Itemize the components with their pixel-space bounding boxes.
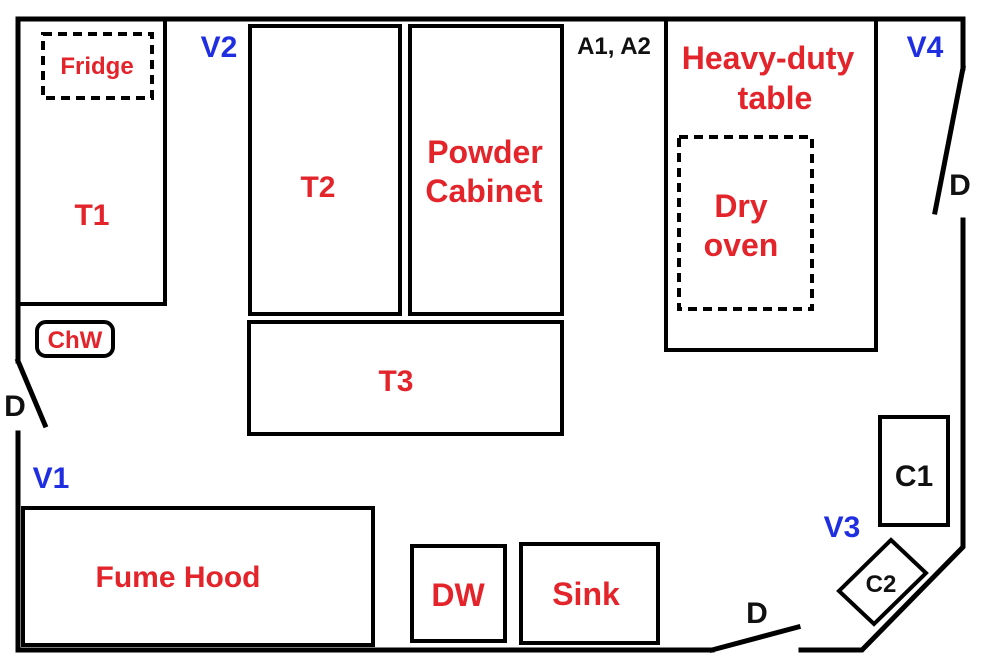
dry-oven-label-line2: oven bbox=[704, 227, 779, 263]
door-bottom-label: D bbox=[746, 597, 768, 630]
c2-label: C2 bbox=[866, 571, 897, 598]
v2-label: V2 bbox=[201, 31, 238, 64]
t3-label: T3 bbox=[378, 365, 413, 398]
door-left-leaf bbox=[14, 357, 49, 429]
walls bbox=[14, 16, 966, 654]
t2-label: T2 bbox=[300, 171, 335, 204]
v1-label: V1 bbox=[33, 462, 70, 495]
table-t1 bbox=[16, 17, 167, 306]
wall-right-lower bbox=[798, 217, 966, 653]
powder-cabinet bbox=[408, 24, 564, 316]
door-right-label: D bbox=[949, 169, 971, 202]
powder-cabinet-label-line1: Powder bbox=[427, 134, 543, 170]
fume-hood-label: Fume Hood bbox=[96, 561, 261, 594]
t1-label: T1 bbox=[74, 199, 109, 232]
v3-label: V3 bbox=[824, 511, 861, 544]
heavy-duty-table-label-line1: Heavy-duty bbox=[682, 40, 855, 76]
v4-label: V4 bbox=[907, 31, 944, 64]
table-t3 bbox=[247, 320, 564, 436]
door-right-leaf bbox=[932, 65, 966, 215]
c1-label: C1 bbox=[895, 460, 933, 493]
powder-cabinet-label-line2: Cabinet bbox=[425, 173, 543, 209]
fridge-outline bbox=[41, 32, 154, 100]
chilled-water-outlet bbox=[35, 320, 115, 358]
dishwasher bbox=[410, 544, 507, 643]
cabinet-c1 bbox=[878, 415, 950, 527]
dry-oven-outline bbox=[677, 135, 814, 311]
chw-label: ChW bbox=[48, 327, 103, 354]
dw-label: DW bbox=[431, 577, 485, 613]
door-left-label: D bbox=[4, 390, 26, 423]
sink-label: Sink bbox=[552, 576, 620, 612]
dry-oven-label-line1: Dry bbox=[714, 188, 768, 224]
heavy-duty-table bbox=[664, 17, 878, 352]
table-t2 bbox=[248, 24, 402, 316]
cabinet-c2 bbox=[836, 537, 929, 627]
door-bottom-leaf bbox=[708, 623, 802, 654]
fridge-label: Fridge bbox=[60, 53, 133, 80]
heavy-duty-table-label-line2: table bbox=[738, 80, 813, 116]
wall-left-lower bbox=[15, 430, 715, 653]
a1-a2-label: A1, A2 bbox=[577, 33, 651, 60]
sink bbox=[519, 542, 660, 645]
fume-hood bbox=[21, 506, 375, 647]
